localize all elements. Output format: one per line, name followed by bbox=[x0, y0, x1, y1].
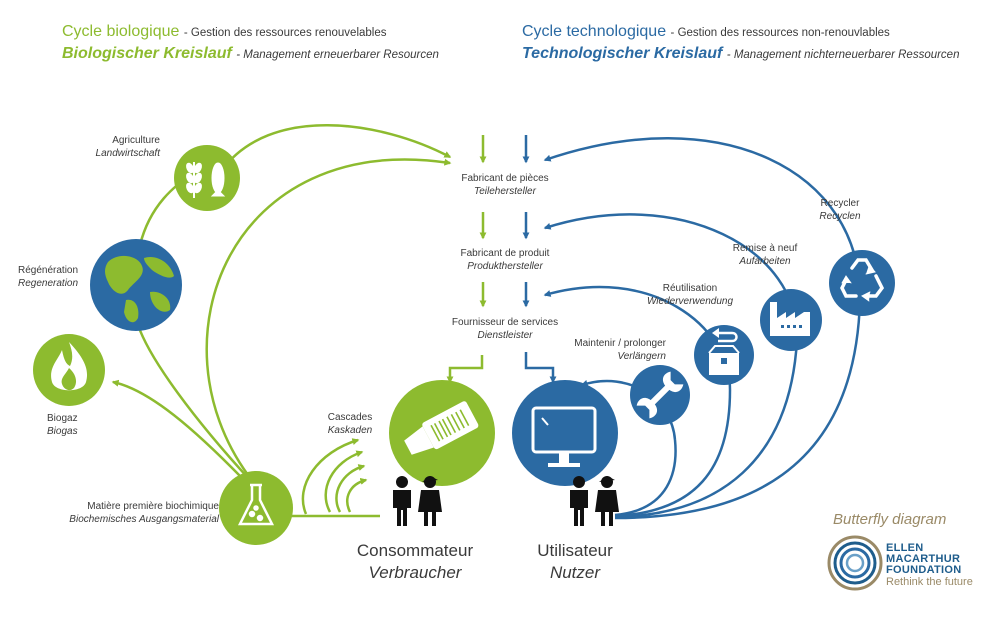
agriculture-node bbox=[174, 145, 240, 211]
bio-subtitle-de: - Management erneuerbarer Resourcen bbox=[236, 49, 439, 61]
arrow-service-to-user bbox=[524, 352, 557, 384]
service-label-de: Dienstleister bbox=[477, 330, 533, 341]
refurbish-label-fr: Remise à neuf bbox=[732, 243, 798, 254]
parts-label-de: Teilehersteller bbox=[474, 186, 536, 197]
tech-cycle-header-de: Technologischer Kreislauf - Management n… bbox=[522, 44, 959, 65]
butterfly-diagram-caption: Butterfly diagram bbox=[833, 511, 947, 528]
cascade-arrow-1 bbox=[324, 450, 364, 513]
parts-label-fr: Fabricant de pièces bbox=[461, 173, 549, 184]
arrow-feedstock-to-biogas bbox=[111, 379, 243, 479]
regeneration-label-fr: Régénération bbox=[18, 265, 79, 276]
biogas-label-fr: Biogaz bbox=[47, 413, 78, 424]
user-label-de: Nutzer bbox=[549, 563, 601, 582]
service-label-fr: Fournisseur de services bbox=[451, 317, 559, 328]
refurbish-label-de: Aufarbeiten bbox=[739, 256, 791, 267]
parts-manufacturer-label: Fabricant de pièces Teilehersteller bbox=[430, 172, 580, 198]
bio-subtitle-fr: - Gestion des ressources renouvelables bbox=[183, 27, 387, 39]
feedstock-node bbox=[219, 471, 293, 545]
product-label-fr: Fabricant de produit bbox=[460, 248, 550, 259]
maintain-label: Maintenir / prolonger Verlängern bbox=[540, 337, 666, 363]
cascade-arrow-4 bbox=[301, 438, 360, 515]
recycle-label-fr: Recycler bbox=[820, 198, 860, 209]
agriculture-label-de: Landwirtschaft bbox=[95, 148, 160, 159]
consumer-label-de: Verbraucher bbox=[368, 563, 462, 582]
cascade-arrow-2 bbox=[335, 464, 366, 513]
wheat-fish-icon bbox=[186, 162, 226, 198]
globe-icon bbox=[105, 255, 174, 323]
recycle-label-de: Recyclen bbox=[819, 211, 861, 222]
regeneration-label-de: Regeneration bbox=[18, 278, 79, 289]
feedstock-label: Matière première biochimique Biochemisch… bbox=[20, 500, 219, 526]
user-label-fr: Utilisateur bbox=[537, 541, 613, 560]
logo-line-1: ELLEN bbox=[886, 542, 924, 554]
logo-tagline: Rethink the future bbox=[886, 576, 973, 588]
user-node bbox=[512, 380, 618, 486]
feedstock-label-de: Biochemisches Ausgangsmaterial bbox=[69, 514, 219, 525]
tech-subtitle-fr: - Gestion des ressources non-renouvlable… bbox=[670, 27, 890, 39]
consumer-label-fr: Consommateur bbox=[356, 541, 474, 560]
agriculture-label-fr: Agriculture bbox=[112, 135, 160, 146]
recycle-label: Recycler Recyclen bbox=[800, 197, 880, 223]
arrow-service-to-consumer bbox=[446, 355, 484, 384]
arrow-agriculture-to-parts bbox=[220, 124, 452, 171]
maintain-label-de: Verlängern bbox=[617, 351, 666, 362]
feedstock-label-fr: Matière première biochimique bbox=[87, 501, 219, 512]
biological-loops bbox=[111, 124, 487, 518]
cascades-label: Cascades Kaskaden bbox=[310, 411, 390, 437]
reuse-node bbox=[694, 325, 754, 385]
refurbish-node bbox=[760, 289, 822, 351]
user-label: Utilisateur Nutzer bbox=[520, 540, 630, 584]
tech-subtitle-de: - Management nichterneuerbarer Ressource… bbox=[726, 49, 960, 61]
maintain-label-fr: Maintenir / prolonger bbox=[574, 338, 666, 349]
wrench-icon bbox=[636, 371, 684, 419]
flame-icon bbox=[51, 342, 88, 391]
regeneration-node bbox=[90, 239, 182, 331]
biogas-node bbox=[33, 334, 105, 406]
bio-cycle-header: Cycle biologique - Gestion des ressource… bbox=[62, 22, 387, 43]
consumer-label: Consommateur Verbraucher bbox=[340, 540, 490, 584]
recycle-node bbox=[829, 250, 895, 316]
flask-icon bbox=[237, 483, 275, 526]
arrow-feedstock-loop-to-parts bbox=[205, 158, 452, 476]
foundation-logo-text: ELLEN MACARTHUR FOUNDATION Rethink the f… bbox=[886, 543, 973, 589]
loop-maintain bbox=[580, 379, 677, 517]
tech-cycle-header: Cycle technologique - Gestion des ressou… bbox=[522, 22, 890, 43]
bio-title-de: Biologischer Kreislauf bbox=[62, 45, 232, 62]
service-provider-label: Fournisseur de services Dienstleister bbox=[430, 316, 580, 342]
bio-title-fr: Cycle biologique bbox=[62, 23, 180, 40]
tech-title-de: Technologischer Kreislauf bbox=[522, 45, 723, 62]
product-label-de: Produkthersteller bbox=[467, 261, 543, 272]
arc-feedstock-to-regeneration bbox=[136, 324, 251, 481]
agriculture-label: Agriculture Landwirtschaft bbox=[60, 134, 160, 160]
food-product-icon bbox=[404, 401, 479, 455]
loop-reuse bbox=[543, 285, 732, 518]
consumer-node bbox=[389, 380, 495, 486]
biogas-label: Biogaz Biogas bbox=[47, 412, 78, 438]
monitor-icon bbox=[531, 406, 597, 467]
refurbish-label: Remise à neuf Aufarbeiten bbox=[715, 242, 815, 268]
foundation-logo-icon bbox=[827, 535, 883, 591]
cascades-label-de: Kaskaden bbox=[327, 425, 373, 436]
maintain-node bbox=[630, 365, 690, 425]
cascade-arrow-3 bbox=[346, 477, 368, 513]
recycle-icon bbox=[840, 258, 885, 302]
factory-icon bbox=[770, 302, 810, 336]
biogas-label-de: Biogas bbox=[47, 426, 78, 437]
logo-line-3: FOUNDATION bbox=[886, 564, 962, 576]
cascades-label-fr: Cascades bbox=[327, 412, 373, 423]
product-manufacturer-label: Fabricant de produit Produkthersteller bbox=[430, 247, 580, 273]
reuse-label: Réutilisation Wiederverwendung bbox=[630, 282, 750, 308]
reuse-label-de: Wiederverwendung bbox=[646, 296, 734, 307]
reuse-label-fr: Réutilisation bbox=[662, 283, 718, 294]
bio-cycle-header-de: Biologischer Kreislauf - Management erne… bbox=[62, 44, 439, 65]
consumer-people-icon bbox=[393, 476, 442, 526]
tech-title-fr: Cycle technologique bbox=[522, 23, 667, 40]
box-return-icon bbox=[708, 328, 740, 375]
user-people-icon bbox=[570, 476, 619, 526]
regeneration-label: Régénération Regeneration bbox=[18, 264, 78, 290]
logo-line-2: MACARTHUR bbox=[886, 553, 961, 565]
